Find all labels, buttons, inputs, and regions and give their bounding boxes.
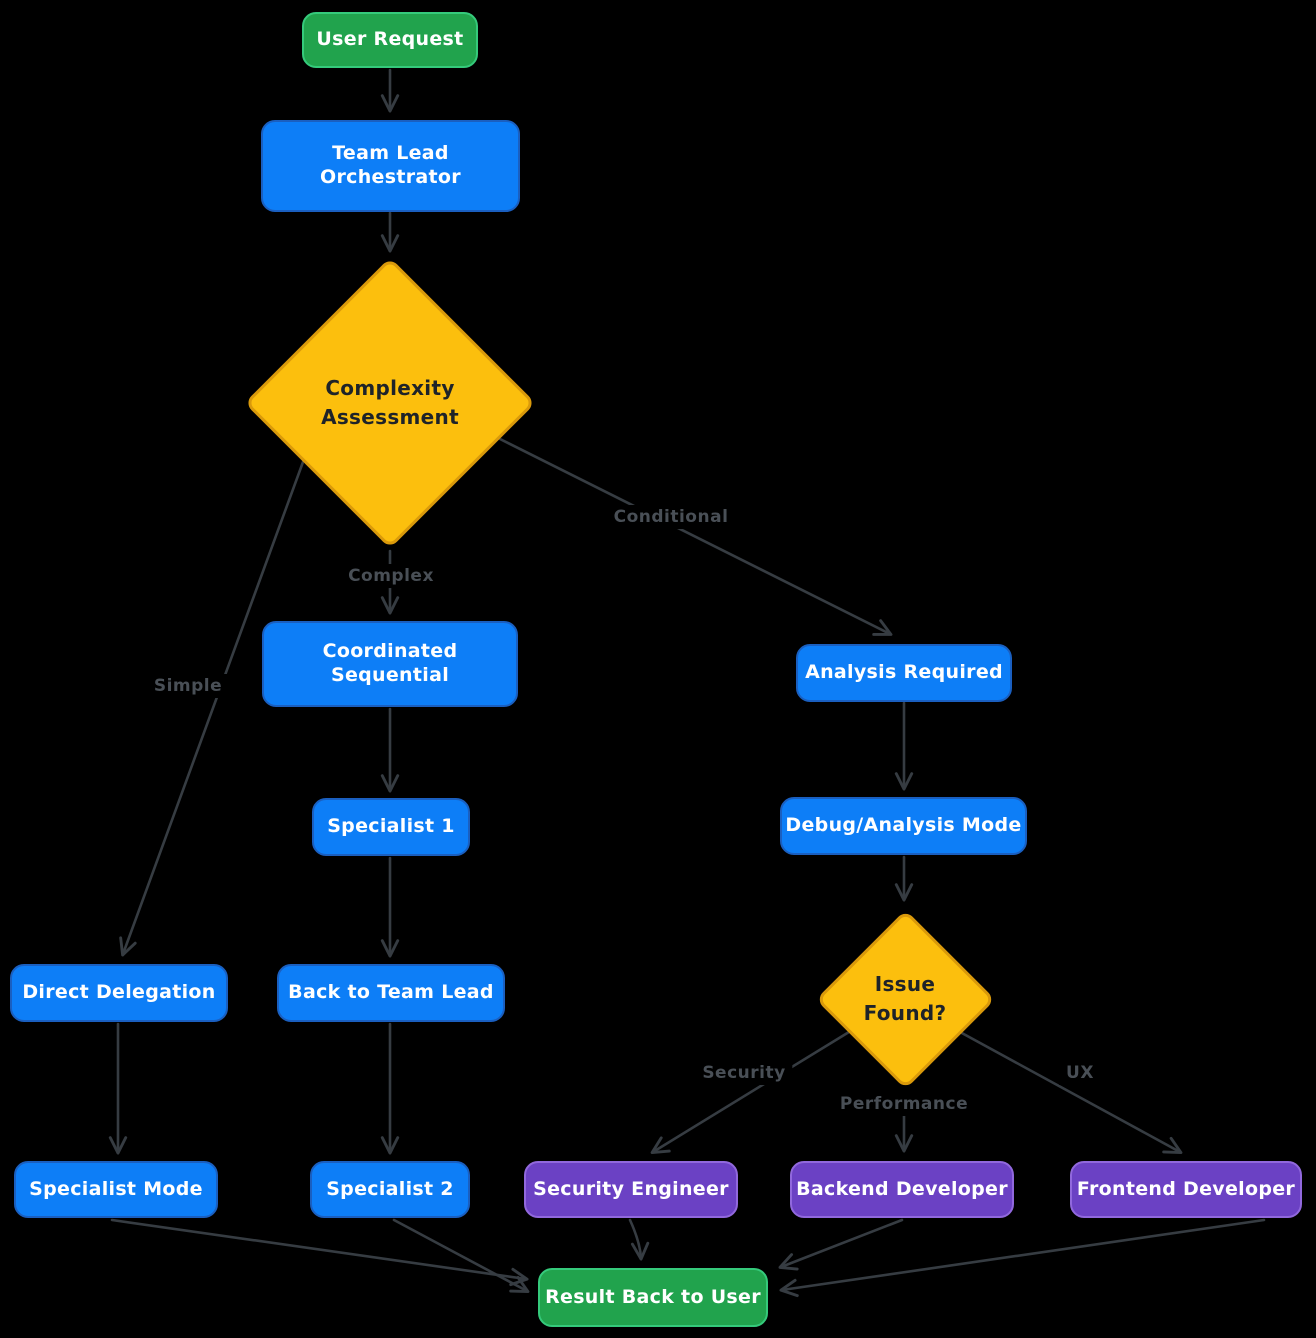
node-direct-delegation: Direct Delegation xyxy=(10,964,228,1022)
node-debug-analysis-mode: Debug/Analysis Mode xyxy=(780,797,1027,855)
node-coordinated-sequential: Coordinated Sequential xyxy=(262,621,518,707)
edge-issue-security-to-security-engineer xyxy=(650,1030,851,1155)
edge-specialist-mode-to-result xyxy=(110,1218,529,1287)
complexity-assessment-label: Complexity Assessment xyxy=(321,376,459,429)
node-result-back-to-user: Result Back to User xyxy=(538,1268,768,1327)
node-complexity-assessment: Complexity Assessment xyxy=(244,257,536,549)
edge-frontend-to-result xyxy=(779,1218,1266,1298)
edge-label-performance: Performance xyxy=(832,1092,976,1116)
node-specialist-2: Specialist 2 xyxy=(310,1161,470,1218)
node-user-request: User Request xyxy=(302,12,478,68)
edge-label-security: Security xyxy=(695,1061,793,1085)
node-frontend-developer: Frontend Developer xyxy=(1070,1161,1302,1218)
issue-found-label: Issue Found? xyxy=(863,972,947,1025)
edge-issue-ux-to-frontend xyxy=(958,1030,1183,1154)
node-security-engineer: Security Engineer xyxy=(524,1161,738,1218)
node-back-to-team-lead: Back to Team Lead xyxy=(277,964,505,1022)
edge-label-conditional: Conditional xyxy=(606,505,736,529)
edge-specialist-2-to-result xyxy=(392,1218,530,1293)
edge-label-ux: UX xyxy=(1059,1061,1101,1085)
edge-label-simple: Simple xyxy=(146,674,230,698)
node-backend-developer: Backend Developer xyxy=(790,1161,1014,1218)
edge-backend-to-result xyxy=(778,1218,904,1271)
edge-label-complex: Complex xyxy=(341,564,441,588)
node-analysis-required: Analysis Required xyxy=(796,644,1012,702)
node-specialist-1: Specialist 1 xyxy=(312,798,470,856)
node-team-lead-orchestrator: Team Lead Orchestrator xyxy=(261,120,520,212)
edge-complexity-conditional-to-analysis xyxy=(498,437,893,636)
edge-security-engineer-to-result xyxy=(628,1218,650,1261)
node-specialist-mode: Specialist Mode xyxy=(14,1161,218,1218)
node-issue-found: Issue Found? xyxy=(815,909,995,1089)
edge-complexity-simple-to-direct-delegation xyxy=(119,460,305,957)
